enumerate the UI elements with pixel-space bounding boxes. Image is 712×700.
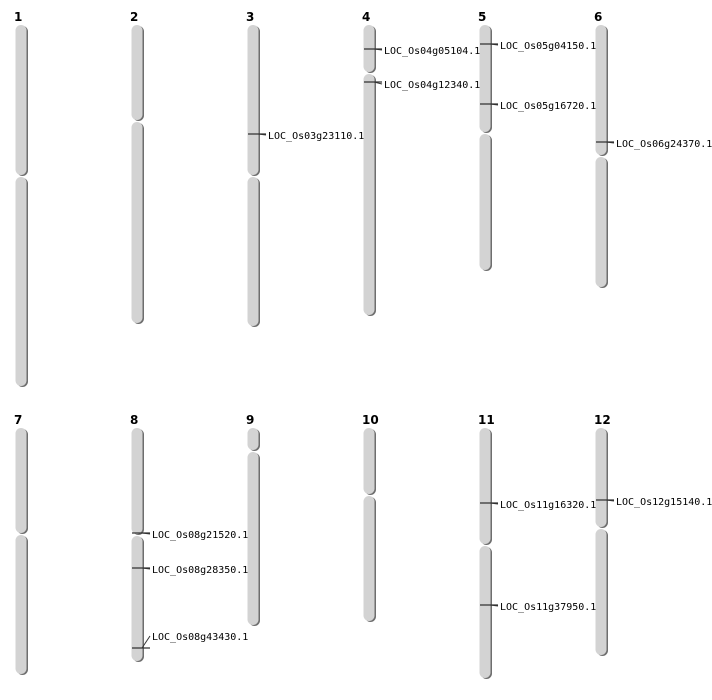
chromosome-long-arm	[595, 529, 607, 655]
gene-label: LOC_Os06g24370.1	[616, 139, 712, 150]
gene-marker-connector	[605, 141, 615, 144]
chromosome-short-arm	[15, 25, 27, 175]
chromosome-long-arm	[479, 134, 491, 270]
gene-label: LOC_Os04g05104.1	[384, 46, 480, 57]
chromosome-short-arm	[595, 25, 607, 155]
chromosome-number: 10	[362, 413, 379, 427]
gene-label: LOC_Os05g04150.1	[500, 41, 596, 52]
chromosome-short-arm	[15, 428, 27, 533]
gene-marker-connector	[257, 133, 267, 136]
chromosome-long-arm	[15, 177, 27, 386]
gene-label: LOC_Os08g21520.1	[152, 530, 248, 541]
gene-label: LOC_Os05g16720.1	[500, 101, 596, 112]
gene-marker-connector	[141, 532, 151, 535]
chromosome-long-arm	[363, 74, 375, 315]
gene-marker-connector	[489, 43, 499, 46]
gene-marker-connector	[373, 81, 383, 85]
chromosome-short-arm	[131, 25, 143, 120]
chromosome-1: 1	[14, 10, 28, 387]
chromosome-long-arm	[595, 157, 607, 287]
chromosome-number: 12	[594, 413, 611, 427]
chromosome-2: 2	[130, 10, 144, 324]
chromosome-long-arm	[479, 546, 491, 678]
chromosome-short-arm	[479, 25, 491, 132]
chromosome-number: 6	[594, 10, 602, 24]
chromosome-8: 8LOC_Os08g21520.1LOC_Os08g28350.1LOC_Os0…	[130, 413, 248, 662]
gene-marker-connector	[489, 103, 499, 106]
chromosome-number: 4	[362, 10, 370, 24]
chromosome-long-arm	[247, 452, 259, 625]
chromosome-long-arm	[131, 122, 143, 323]
chromosome-short-arm	[131, 428, 143, 534]
chromosome-number: 9	[246, 413, 254, 427]
gene-label: LOC_Os04g12340.1	[384, 80, 480, 91]
chromosome-long-arm	[15, 535, 27, 674]
chromosome-short-arm	[595, 428, 607, 527]
chromosome-number: 2	[130, 10, 138, 24]
gene-label: LOC_Os11g37950.1	[500, 602, 596, 613]
gene-label: LOC_Os08g43430.1	[152, 632, 248, 643]
chromosome-number: 11	[478, 413, 495, 427]
chromosome-short-arm	[247, 25, 259, 175]
chromosome-number: 1	[14, 10, 22, 24]
gene-marker-connector	[489, 604, 499, 607]
gene-label: LOC_Os11g16320.1	[500, 500, 596, 511]
chromosome-number: 3	[246, 10, 254, 24]
gene-label: LOC_Os03g23110.1	[268, 131, 364, 142]
chromosome-number: 8	[130, 413, 138, 427]
chromosome-long-arm	[131, 536, 143, 661]
chromosome-7: 7	[14, 413, 28, 675]
chromosome-short-arm	[479, 428, 491, 544]
chromosome-number: 5	[478, 10, 486, 24]
gene-marker-connector	[373, 48, 383, 51]
chromosome-short-arm	[247, 428, 259, 450]
chromosome-long-arm	[247, 177, 259, 326]
chromosome-long-arm	[363, 496, 375, 621]
chromosome-number: 7	[14, 413, 22, 427]
gene-marker-connector	[489, 502, 499, 505]
gene-label: LOC_Os08g28350.1	[152, 565, 248, 576]
gene-marker-connector	[605, 499, 615, 502]
chromosome-9: 9	[246, 413, 260, 626]
gene-marker-connector	[141, 635, 151, 649]
gene-label: LOC_Os12g15140.1	[616, 497, 712, 508]
gene-marker-connector	[141, 567, 151, 570]
chromosome-10: 10	[362, 413, 379, 622]
chromosome-short-arm	[363, 428, 375, 494]
